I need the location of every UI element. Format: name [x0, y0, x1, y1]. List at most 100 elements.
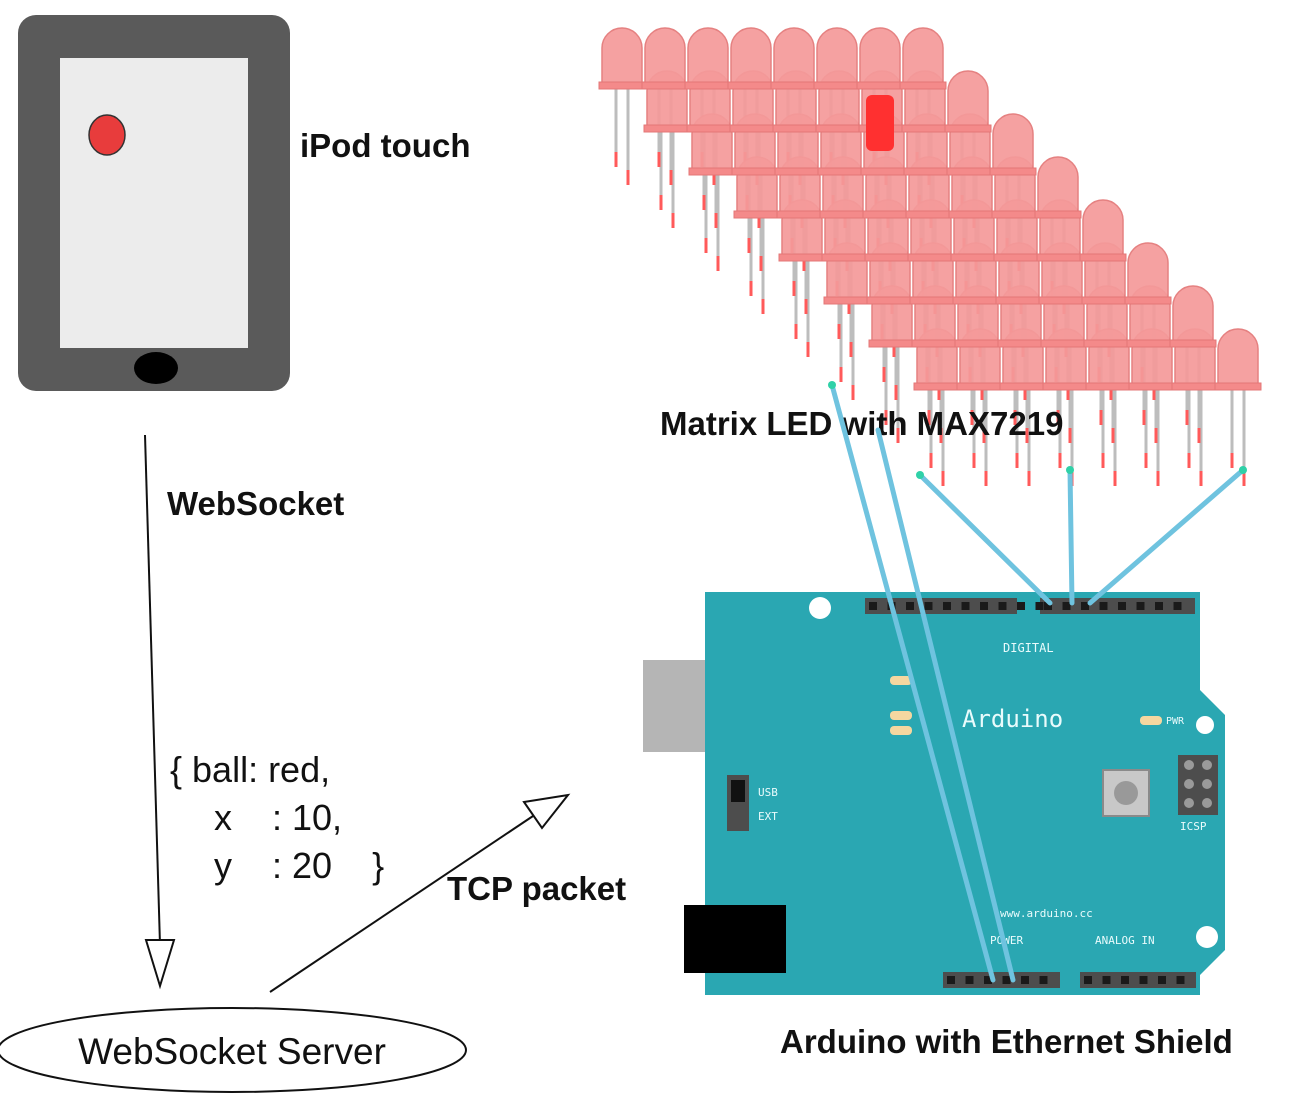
tcp-label: TCP packet [447, 870, 626, 907]
led-legs [704, 168, 720, 271]
ipod-device [18, 15, 290, 391]
wire-cs [1067, 467, 1075, 606]
payload-line-2: x : 10, [214, 797, 342, 838]
header-pin [998, 602, 1007, 610]
payload-line-1: { ball: red, [170, 749, 330, 790]
websocket-arrow [144, 434, 176, 990]
led-legs [1230, 383, 1246, 486]
led [1079, 199, 1127, 262]
header-pin [869, 602, 877, 610]
icsp-pin [1202, 798, 1212, 808]
icsp-pin [1184, 798, 1194, 808]
power-text: POWER [990, 934, 1023, 947]
wire-ends [828, 381, 1247, 479]
led-matrix [598, 27, 1262, 486]
led-matrix-label: Matrix LED with MAX7219 [660, 405, 1063, 442]
header-pin [1136, 602, 1145, 610]
icsp-pin [1202, 779, 1212, 789]
wire-vcc [829, 382, 996, 983]
arrowhead-icon [144, 939, 176, 990]
icsp-header [1178, 755, 1218, 815]
header-pin [961, 602, 970, 610]
icsp-pin [1184, 760, 1194, 770]
board-brand: Arduino [962, 705, 1063, 733]
led-legs [749, 211, 765, 314]
usb-text: USB [758, 786, 778, 799]
header-pin [1039, 976, 1048, 984]
led-legs [794, 254, 810, 357]
pwr-text: PWR [1166, 716, 1185, 727]
mount-hole [1196, 926, 1218, 948]
led [598, 27, 646, 90]
led-l [890, 676, 912, 685]
website-text: www.arduino.cc [1000, 907, 1093, 920]
arduino-label: Arduino with Ethernet Shield [780, 1023, 1233, 1060]
led [856, 27, 904, 90]
header-pin [1062, 602, 1071, 610]
led-tx [890, 711, 912, 720]
wires [829, 382, 1246, 983]
header-pin [1002, 976, 1011, 984]
header-pin [1084, 976, 1092, 984]
header-pin [980, 602, 988, 610]
led [1124, 242, 1172, 305]
header-pin [1035, 602, 1044, 610]
led [770, 27, 818, 90]
led [1034, 156, 1082, 219]
led-rx [890, 726, 912, 735]
led [899, 27, 947, 90]
digital-text: DIGITAL [1003, 641, 1054, 655]
led [1214, 328, 1262, 391]
analog-text: ANALOG IN [1095, 934, 1155, 947]
led-legs [972, 383, 988, 486]
led-legs [929, 383, 945, 486]
websocket-label: WebSocket [167, 485, 344, 522]
tcp-arrow [269, 793, 571, 993]
icsp-pin [1184, 779, 1194, 789]
header-pin [1121, 976, 1129, 984]
led [813, 27, 861, 90]
header-pin [1099, 602, 1108, 610]
header-pin [1102, 976, 1111, 984]
led [1169, 285, 1217, 348]
led [684, 27, 732, 90]
header-pin [1118, 602, 1126, 610]
header-pin [965, 976, 974, 984]
header-pin [1173, 602, 1182, 610]
payload-line-3: y : 20 } [214, 845, 384, 886]
led-legs [1015, 383, 1031, 486]
digital-header-left [865, 598, 1017, 614]
device-label: iPod touch [300, 127, 470, 164]
arrowhead-icon [522, 793, 571, 830]
payload-text: { ball: red, x : 10, y : 20 } [170, 749, 384, 886]
led-legs [659, 125, 675, 228]
header-pin [947, 976, 955, 984]
led [989, 113, 1037, 176]
icsp-pin [1202, 760, 1212, 770]
power-jack [684, 905, 786, 973]
icsp-text: ICSP [1180, 820, 1207, 833]
led-legs [1101, 383, 1117, 486]
red-ball [88, 114, 126, 156]
mount-hole [1196, 716, 1214, 734]
header-pin [906, 602, 914, 610]
ext-text: EXT [758, 810, 778, 823]
power-jumper-cap [731, 780, 745, 802]
led-lit [866, 95, 894, 151]
led [727, 27, 775, 90]
header-pin [1139, 976, 1148, 984]
header-pin [924, 602, 933, 610]
server-label: WebSocket Server [78, 1031, 386, 1072]
wire-clk [1087, 467, 1246, 606]
header-pin [1176, 976, 1185, 984]
led [944, 70, 992, 133]
home-button-icon [134, 352, 178, 384]
header-pin [1044, 602, 1052, 610]
header-pin [984, 976, 992, 984]
header-pin [1017, 602, 1025, 610]
led-legs [1187, 383, 1203, 486]
led-legs [884, 340, 900, 443]
header-pins [869, 602, 1185, 984]
header-pin [1155, 602, 1163, 610]
led-legs [839, 297, 855, 400]
